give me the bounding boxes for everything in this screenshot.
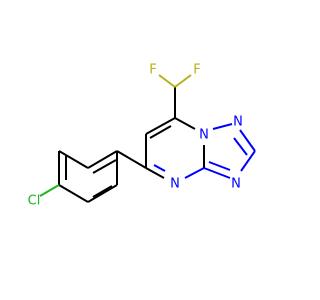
- bond-ar-5-double: [92, 185, 113, 198]
- atom-cl: Cl: [28, 194, 41, 209]
- bond-chf2-to-f-right: [174, 74, 192, 88]
- bond-c7-c6: [145, 117, 176, 135]
- bond-ar-5: [87, 184, 118, 203]
- atom-n-pyrimidine: N: [170, 177, 180, 192]
- bond-ar-1-double: [92, 159, 117, 174]
- bond-n1-c2-double: [233, 137, 248, 156]
- bond-c4prime-cl: [39, 184, 60, 197]
- bond-ar-2: [58, 150, 89, 169]
- atom-f-left: F: [149, 63, 156, 78]
- bond-n4-c3a: [184, 167, 205, 179]
- bond-n3-c3a: [203, 167, 231, 179]
- bond-n1-c2: [239, 129, 256, 152]
- atom-n-triazole-right: N: [231, 177, 241, 192]
- bond-c5-c1prime: [116, 150, 147, 169]
- bond-c7-c6-double: [149, 125, 172, 139]
- bond-chf2-to-f-left: [158, 74, 176, 88]
- bond-ar-1: [87, 150, 118, 169]
- molecule-canvas: F F N N N N Cl: [27, 62, 256, 209]
- atom-n-bridge: N: [199, 128, 209, 143]
- molecule-structure: F F N N N N Cl: [28, 63, 256, 209]
- bond-c2-n3: [240, 150, 256, 172]
- atom-f-right: F: [193, 63, 200, 78]
- bond-ar-4: [58, 184, 89, 203]
- bond-n-bridge-n1: [212, 123, 233, 130]
- atom-n-triazole-top: N: [233, 115, 243, 130]
- bond-c7-n-bridge: [174, 117, 196, 130]
- bond-n3-c3a-double: [208, 161, 231, 171]
- bond-c5-n4-double: [153, 164, 166, 172]
- bond-c5-n4: [145, 167, 165, 179]
